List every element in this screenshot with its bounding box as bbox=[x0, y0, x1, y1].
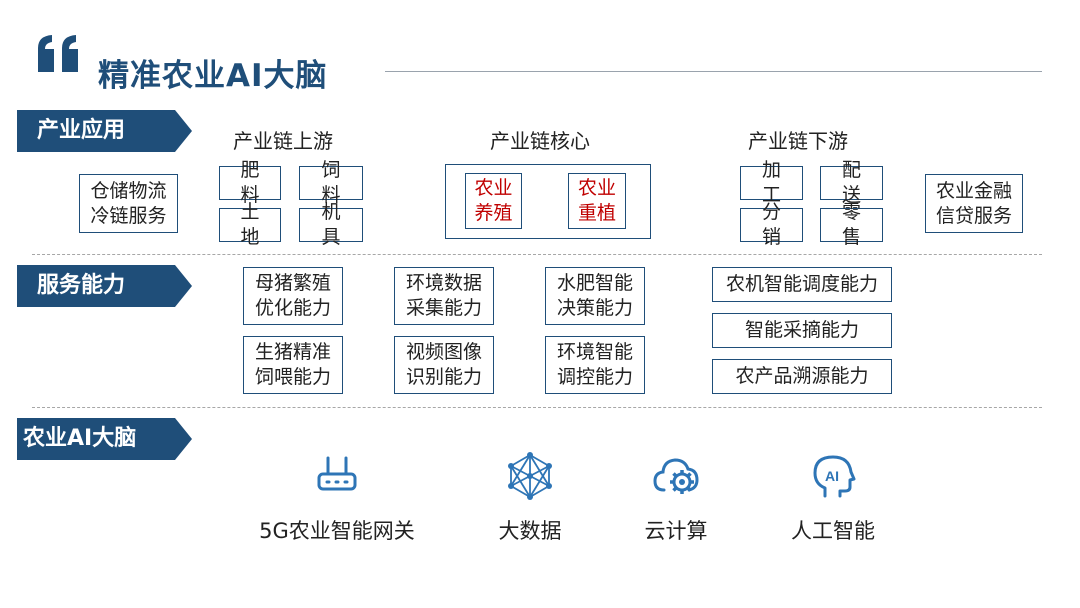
title-rule bbox=[385, 71, 1042, 72]
label-cloud-computing: 云计算 bbox=[644, 519, 708, 543]
network-icon bbox=[508, 452, 552, 500]
box-water-fertilizer: 水肥智能 决策能力 bbox=[545, 267, 645, 325]
box-smart-picking: 智能采摘能力 bbox=[712, 313, 892, 348]
box-sow-breeding: 母猪繁殖 优化能力 bbox=[243, 267, 343, 325]
box-env-control: 环境智能 调控能力 bbox=[545, 336, 645, 394]
heading-upstream: 产业链上游 bbox=[233, 129, 333, 153]
box-env-data: 环境数据 采集能力 bbox=[394, 267, 494, 325]
banner-arrow bbox=[17, 265, 192, 307]
banner-industry-label: 产业应用 bbox=[37, 118, 126, 143]
box-storage-logistics: 仓储物流 冷链服务 bbox=[79, 174, 178, 233]
banner-service: 服务能力 bbox=[17, 265, 192, 307]
banner-arrow bbox=[17, 418, 192, 460]
box-video-recognition: 视频图像 识别能力 bbox=[394, 336, 494, 394]
box-downstream-retail: 零 售 bbox=[820, 201, 883, 248]
banner-service-label: 服务能力 bbox=[37, 273, 126, 298]
heading-downstream: 产业链下游 bbox=[748, 129, 848, 153]
label-ai: 人工智能 bbox=[791, 519, 875, 543]
box-downstream-delivery: 配 送 bbox=[820, 159, 883, 206]
svg-text:AI: AI bbox=[825, 468, 839, 484]
cloud-gear-icon bbox=[653, 458, 699, 494]
box-core-planting: 农业 重植 bbox=[568, 173, 626, 229]
box-downstream-processing: 加 工 bbox=[740, 159, 803, 206]
box-traceability: 农产品溯源能力 bbox=[712, 359, 892, 394]
router-icon bbox=[317, 456, 357, 491]
divider-2 bbox=[32, 407, 1042, 408]
heading-core: 产业链核心 bbox=[490, 129, 590, 153]
box-downstream-distribution: 分 销 bbox=[740, 201, 803, 248]
divider-1 bbox=[32, 254, 1042, 255]
box-upstream-machinery: 机 具 bbox=[299, 201, 363, 248]
box-core-breeding: 农业 养殖 bbox=[465, 173, 522, 229]
box-upstream-feed: 饲 料 bbox=[299, 159, 363, 206]
banner-brain-label: 农业AI大脑 bbox=[23, 426, 137, 451]
quote-mark-icon bbox=[38, 35, 78, 72]
label-big-data: 大数据 bbox=[498, 519, 562, 543]
box-machine-dispatch: 农机智能调度能力 bbox=[712, 267, 892, 302]
banner-brain: 农业AI大脑 bbox=[17, 418, 192, 460]
banner-arrow bbox=[17, 110, 192, 152]
box-finance-credit: 农业金融 信贷服务 bbox=[925, 174, 1023, 233]
box-upstream-fertilizer: 肥 料 bbox=[219, 159, 281, 206]
box-upstream-land: 土 地 bbox=[219, 201, 281, 248]
banner-industry: 产业应用 bbox=[17, 110, 192, 152]
page-title: 精准农业AI大脑 bbox=[98, 58, 328, 94]
label-5g-gateway: 5G农业智能网关 bbox=[259, 519, 415, 543]
ai-head-icon: AI bbox=[813, 455, 856, 498]
box-pig-feeding: 生猪精准 饲喂能力 bbox=[243, 336, 343, 394]
